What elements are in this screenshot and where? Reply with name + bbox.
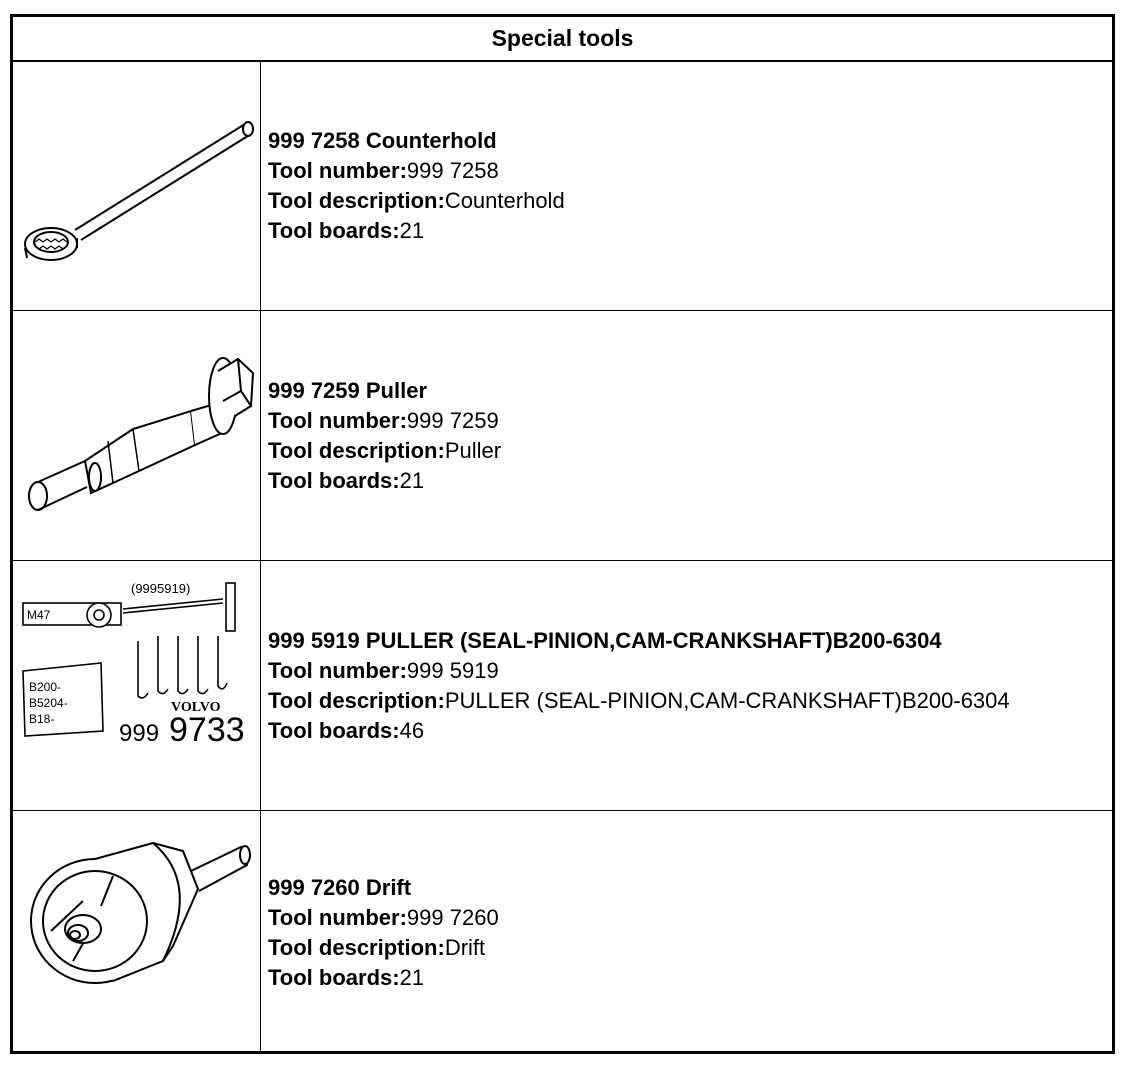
counterhold-wrench-icon — [13, 62, 261, 310]
tool-number-value: 999 7260 — [406, 904, 499, 930]
code-prefix-label: 999 — [119, 720, 159, 747]
tool-number-label: Tool number: — [268, 657, 407, 683]
tool-details: 999 7258 Counterhold Tool number:999 725… — [268, 62, 1108, 310]
tool-details: 999 7260 Drift Tool number:999 7260 Tool… — [268, 811, 1108, 1054]
tool-number-label: Tool number: — [268, 904, 407, 930]
tool-number-value: 999 7259 — [406, 407, 499, 433]
engine-code-2: B5204- — [29, 696, 68, 710]
tool-description-value: Drift — [444, 934, 486, 960]
m47-label: M47 — [27, 608, 51, 622]
table-header: Special tools — [13, 17, 1112, 62]
tool-boards-label: Tool boards: — [268, 218, 400, 243]
brand-label: VOLVO — [171, 700, 221, 715]
special-tools-table: Special tools 999 7258 Counterhold Tool … — [10, 14, 1115, 1054]
table-row: 999 7259 Puller Tool number:999 7259 Too… — [13, 311, 1112, 561]
tool-title: 999 7259 Puller — [268, 377, 428, 403]
tool-number-line: Tool number:999 7258 — [268, 156, 1108, 186]
tool-description-line: Tool description:PULLER (SEAL-PINION,CAM… — [268, 686, 1108, 716]
puller-icon — [13, 311, 261, 560]
tool-description-line: Tool description:Puller — [268, 436, 1108, 466]
tool-description-value: Puller — [444, 437, 502, 463]
tool-description-label: Tool description: — [268, 188, 445, 213]
tool-boards-value: 46 — [399, 717, 425, 743]
tool-description-line: Tool description:Counterhold — [268, 186, 1108, 216]
tool-boards-line: Tool boards:46 — [268, 716, 1108, 746]
tool-details: 999 5919 PULLER (SEAL-PINION,CAM-CRANKSH… — [268, 561, 1108, 810]
tool-description-line: Tool description:Drift — [268, 933, 1108, 963]
tool-boards-value: 21 — [399, 218, 425, 243]
engine-code-3: B18- — [29, 712, 54, 726]
tool-details: 999 7259 Puller Tool number:999 7259 Too… — [268, 311, 1108, 560]
drift-icon — [13, 811, 261, 1054]
table-row: 999 7260 Drift Tool number:999 7260 Tool… — [13, 811, 1112, 1054]
tool-boards-line: Tool boards:21 — [268, 216, 1108, 246]
tool-description-value: PULLER (SEAL-PINION,CAM-CRANKSHAFT)B200-… — [444, 687, 1010, 713]
table-row: (9995919) M47 B200- B5204- B18- VOLVO 99… — [13, 561, 1112, 811]
tool-boards-value: 21 — [399, 467, 425, 493]
code-suffix-label: 9733 — [169, 711, 245, 749]
engine-code-1: B200- — [29, 680, 61, 694]
puller-kit-icon: (9995919) M47 B200- B5204- B18- VOLVO 99… — [13, 561, 261, 810]
tool-boards-label: Tool boards: — [268, 964, 400, 990]
tool-number-value: 999 7258 — [406, 158, 499, 183]
tool-description-label: Tool description: — [268, 687, 445, 713]
tool-boards-label: Tool boards: — [268, 717, 400, 743]
tool-description-label: Tool description: — [268, 934, 445, 960]
tool-boards-line: Tool boards:21 — [268, 466, 1108, 496]
tool-number-label: Tool number: — [268, 407, 407, 433]
tool-title: 999 7260 Drift — [268, 874, 412, 900]
tool-boards-value: 21 — [399, 964, 425, 990]
tool-title: 999 7258 Counterhold — [268, 128, 497, 153]
tool-number-line: Tool number:999 5919 — [268, 656, 1108, 686]
table-row: 999 7258 Counterhold Tool number:999 725… — [13, 62, 1112, 311]
tool-description-value: Counterhold — [444, 188, 565, 213]
tool-number-label: Tool number: — [268, 158, 407, 183]
tool-number-value: 999 5919 — [406, 657, 499, 683]
tool-number-line: Tool number:999 7260 — [268, 903, 1108, 933]
tool-number-line: Tool number:999 7259 — [268, 406, 1108, 436]
tool-description-label: Tool description: — [268, 437, 445, 463]
tool-title: 999 5919 PULLER (SEAL-PINION,CAM-CRANKSH… — [268, 627, 942, 653]
tool-boards-line: Tool boards:21 — [268, 963, 1108, 993]
part-number-label: (9995919) — [131, 581, 190, 596]
tool-boards-label: Tool boards: — [268, 467, 400, 493]
